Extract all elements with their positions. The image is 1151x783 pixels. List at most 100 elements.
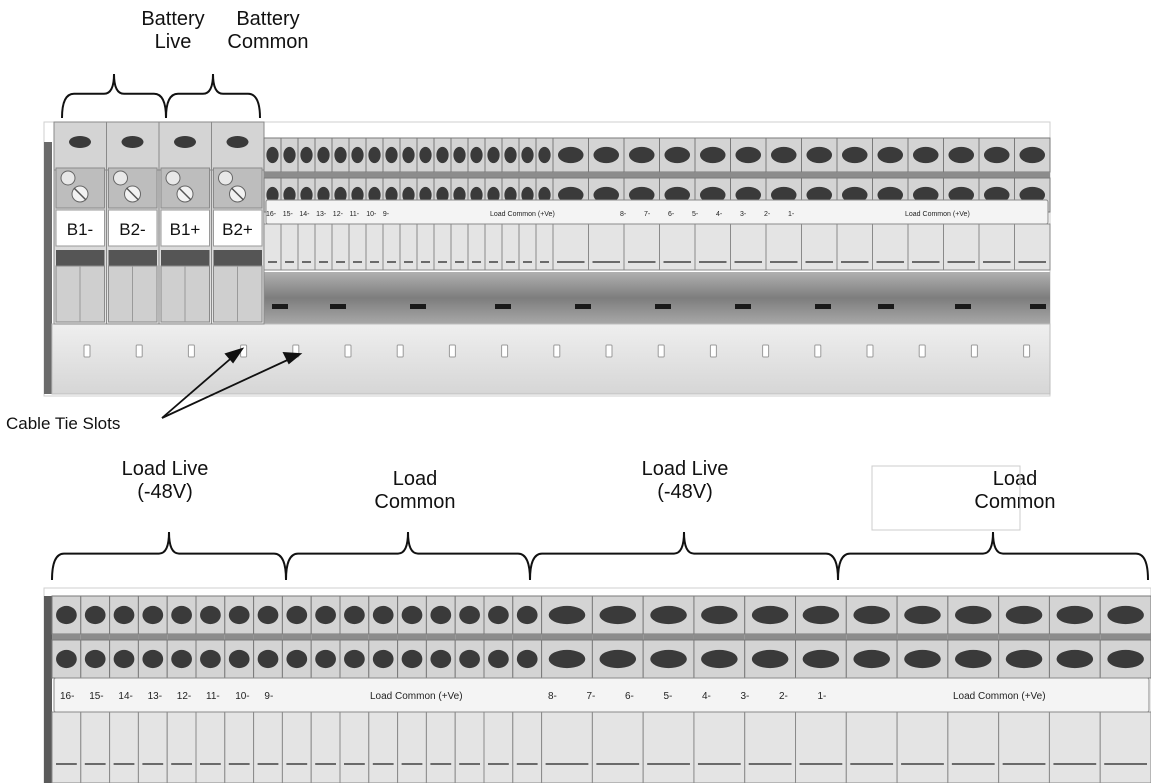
load-terminal — [51, 595, 82, 783]
terminal-screw-top-icon — [344, 605, 365, 625]
cable-tie-slot — [918, 344, 926, 358]
load-terminal — [552, 137, 589, 271]
top-load-number: 6- — [668, 211, 675, 218]
top-load-number: 4- — [716, 211, 723, 218]
load-terminal — [1099, 595, 1151, 783]
terminal-screw-top-icon — [200, 605, 221, 625]
battery-common-label: Battery Common — [218, 8, 318, 54]
terminal-screw-top-icon — [664, 146, 691, 164]
terminal-screw-top-icon — [1019, 146, 1046, 164]
load-terminal — [744, 595, 797, 783]
bottom-load-number: 4- — [702, 691, 711, 702]
terminal-screw-top-icon — [470, 146, 483, 164]
load-terminal — [224, 595, 255, 783]
terminal-screw-bottom-icon — [954, 649, 992, 669]
load-terminal — [795, 595, 847, 783]
terminal-screw-top-icon — [430, 605, 452, 625]
terminal-screw-bottom-icon — [504, 186, 517, 204]
terminal-screw-top-icon — [488, 605, 509, 625]
top-terminal-panel: B1-B2-B1+B2+ 16-15-14-13-12-11-10-9-Load… — [43, 121, 1051, 397]
load-common-2-line1: Load — [992, 468, 1038, 490]
terminal-screw-bottom-icon — [701, 649, 738, 669]
load-terminal — [368, 595, 399, 783]
cable-tie-slot — [814, 344, 822, 358]
terminal-screw-top-icon — [459, 605, 480, 625]
bottom-load-number: 11- — [206, 691, 220, 702]
terminal-screw-bottom-icon — [538, 186, 551, 204]
load-terminal — [137, 595, 168, 783]
terminal-screw-top-icon — [317, 146, 330, 164]
load-label-strip — [265, 199, 1049, 225]
cable-tie-slot — [135, 344, 143, 358]
terminal-screw-top-icon — [487, 146, 500, 164]
bottom-load-number: 7- — [587, 691, 596, 702]
terminal-screw-bottom-icon — [664, 186, 691, 204]
top-din-rail — [264, 272, 1050, 324]
terminal-screw-bottom-icon — [1019, 186, 1046, 204]
bottom-load-terminals: 16-15-14-13-12-11-10-9-Load Common (+Ve)… — [51, 595, 1151, 783]
top-load-number: 10- — [366, 211, 377, 218]
battery-live-line2: Live — [154, 31, 192, 53]
bottom-load-number: 3- — [741, 691, 750, 702]
load-terminal — [591, 595, 644, 783]
cable-tie-slot — [83, 344, 91, 358]
terminal-screw-bottom-icon — [368, 186, 381, 204]
load-common-brace-2 — [837, 531, 1149, 581]
terminal-screw-top-icon — [516, 605, 538, 625]
battery-screw-top-icon — [121, 136, 144, 148]
load-terminal — [281, 595, 312, 783]
bottom-load-common-label: Load Common (+Ve) — [953, 691, 1046, 702]
bottom-load-number: 6- — [625, 691, 634, 702]
load-live-1-line2: (-48V) — [137, 481, 193, 503]
terminal-screw-bottom-icon — [735, 186, 762, 204]
terminal-screw-top-icon — [142, 605, 164, 625]
terminal-screw-top-icon — [368, 146, 381, 164]
cable-tie-slot — [762, 344, 770, 358]
terminal-screw-bottom-icon — [142, 649, 164, 669]
terminal-screw-top-icon — [948, 146, 975, 164]
bottom-load-number: 9- — [264, 691, 273, 702]
load-common-2-line2: Common — [974, 491, 1056, 513]
bottom-load-number: 10- — [235, 691, 249, 702]
terminal-screw-top-icon — [877, 146, 904, 164]
terminal-screw-top-icon — [983, 146, 1010, 164]
cable-tie-slot — [396, 344, 404, 358]
terminal-screw-top-icon — [286, 605, 308, 625]
load-terminal — [397, 595, 427, 783]
load-terminal — [896, 595, 949, 783]
bottom-left-edge — [44, 596, 52, 783]
load-terminal — [109, 595, 139, 783]
terminal-screw-top-icon — [904, 605, 941, 625]
terminal-screw-bottom-icon — [453, 186, 466, 204]
load-terminal — [1014, 137, 1051, 271]
terminal-screw-top-icon — [557, 146, 584, 164]
terminal-screw-bottom-icon — [1107, 649, 1144, 669]
terminal-screw-top-icon — [401, 605, 423, 625]
terminal-screw-bottom-icon — [459, 649, 480, 669]
terminal-screw-bottom-icon — [200, 649, 221, 669]
cable-tie-slots — [83, 344, 1031, 358]
top-left-edge — [44, 142, 52, 394]
battery-screw-top-icon — [69, 136, 91, 148]
terminal-screw-bottom-icon — [806, 186, 833, 204]
terminal-screw-bottom-icon — [593, 186, 620, 204]
load-live-1-line1: Load Live — [121, 458, 209, 480]
terminal-screw-bottom-icon — [300, 186, 313, 204]
terminal-screw-top-icon — [853, 605, 890, 625]
terminal-screw-top-icon — [701, 605, 738, 625]
highlight-box — [871, 465, 1021, 531]
terminal-screw-bottom-icon — [488, 649, 509, 669]
cable-tie-slot — [605, 344, 613, 358]
load-terminal — [348, 137, 367, 271]
cable-tie-slot — [553, 344, 561, 358]
cable-tie-slot — [866, 344, 874, 358]
load-terminal — [659, 137, 696, 271]
terminal-screw-bottom-icon — [650, 649, 687, 669]
terminal-screw-bottom-icon — [853, 649, 890, 669]
terminal-screw-bottom-icon — [877, 186, 904, 204]
terminal-screw-bottom-icon — [904, 649, 941, 669]
bottom-load-number: 5- — [664, 691, 673, 702]
terminal-screw-top-icon — [385, 146, 398, 164]
terminal-screw-top-icon — [548, 605, 586, 625]
top-load-number: 7- — [644, 211, 651, 218]
